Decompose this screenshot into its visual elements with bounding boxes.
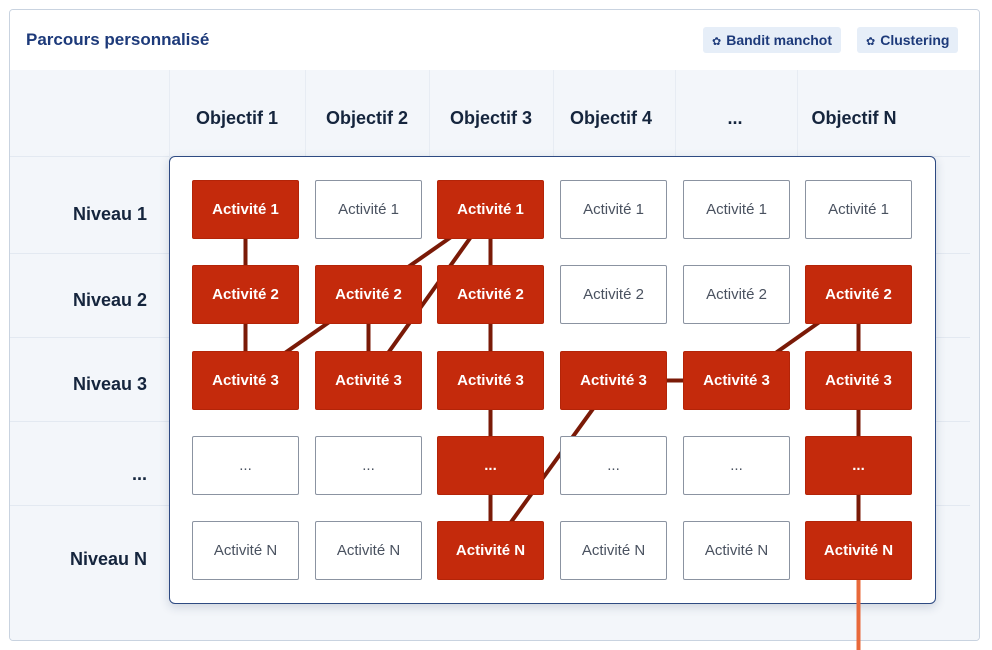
activity-cell[interactable]: ... [192,436,299,495]
chip-label: Clustering [880,32,950,48]
column-divider [169,70,170,160]
activity-cell-selected[interactable]: ... [437,436,544,495]
row-header: ... [131,464,147,484]
column-header: ... [727,108,743,128]
activity-cell-selected[interactable]: Activité 3 [683,351,790,410]
activity-cell-selected[interactable]: Activité 1 [192,180,299,239]
activity-cell-selected[interactable]: Activité 2 [437,265,544,324]
column-divider [305,70,306,160]
row-header: Niveau N [69,549,147,569]
activity-cell-selected[interactable]: Activité 2 [315,265,422,324]
activity-cell[interactable]: ... [683,436,790,495]
chip-label: Bandit manchot [726,32,832,48]
activity-cell[interactable]: ... [315,436,422,495]
activity-cell-selected[interactable]: Activité 3 [437,351,544,410]
activity-cell-selected[interactable]: Activité 3 [560,351,667,410]
column-header: Objectif 4 [569,108,653,128]
row-header: Niveau 1 [72,204,147,224]
activity-cell[interactable]: Activité 1 [560,180,667,239]
activity-cell[interactable]: Activité 1 [683,180,790,239]
column-header: Objectif 2 [325,108,409,128]
activity-cell[interactable]: Activité 2 [560,265,667,324]
column-header: Objectif N [811,108,897,128]
row-header: Niveau 3 [72,374,147,394]
activity-cell[interactable]: ... [560,436,667,495]
activity-cell-selected[interactable]: Activité 2 [805,265,912,324]
activity-cell-selected[interactable]: Activité N [437,521,544,580]
bandit-button[interactable]: ✿ Bandit manchot [703,27,841,53]
column-header: Objectif 3 [449,108,533,128]
activity-cell[interactable]: Activité 1 [315,180,422,239]
column-divider [797,70,798,160]
column-divider [553,70,554,160]
activity-cell[interactable]: Activité N [315,521,422,580]
panel-title: Parcours personnalisé [26,30,210,49]
activity-cell[interactable]: Activité 1 [805,180,912,239]
gear-icon: ✿ [712,36,722,48]
activity-cell-selected[interactable]: Activité 3 [192,351,299,410]
activity-cell-selected[interactable]: Activité N [805,521,912,580]
activity-cell[interactable]: Activité 2 [683,265,790,324]
row-header: Niveau 2 [72,290,147,310]
clustering-button[interactable]: ✿ Clustering [857,27,959,53]
activity-cell-selected[interactable]: Activité 1 [437,180,544,239]
activity-cell[interactable]: Activité N [192,521,299,580]
column-divider [429,70,430,160]
activity-cell-selected[interactable]: Activité 3 [805,351,912,410]
gear-icon: ✿ [866,36,876,48]
activity-cell[interactable]: Activité N [560,521,667,580]
column-header: Objectif 1 [195,108,279,128]
activity-cell-selected[interactable]: ... [805,436,912,495]
activity-cell[interactable]: Activité N [683,521,790,580]
column-divider [675,70,676,160]
activity-cell-selected[interactable]: Activité 2 [192,265,299,324]
activity-cell-selected[interactable]: Activité 3 [315,351,422,410]
